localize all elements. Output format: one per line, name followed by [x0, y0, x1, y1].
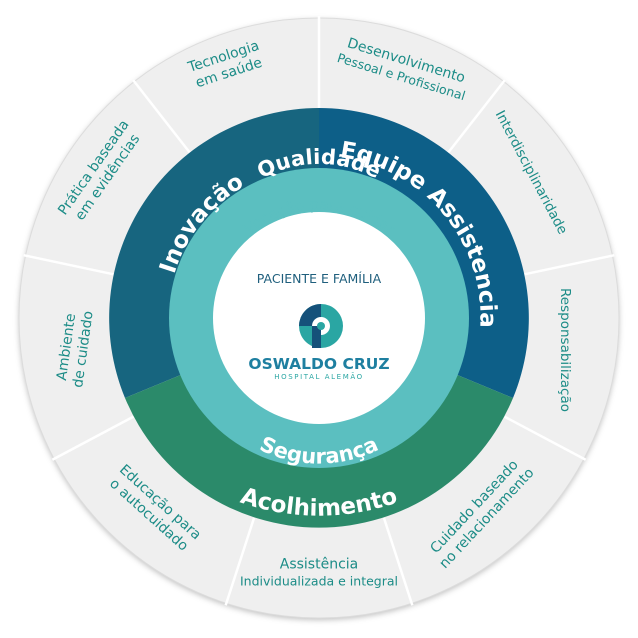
- outer-divider: [524, 253, 615, 276]
- outer-label-line: Assistência: [280, 557, 359, 573]
- outer-label-line: Individualizada e integral: [240, 574, 398, 589]
- outer-divider: [382, 517, 414, 606]
- label-paciente-familia: PACIENTE E FAMÍLIA: [257, 271, 382, 286]
- outer-divider: [447, 79, 506, 154]
- oswaldo-cruz-logo-icon: [299, 304, 343, 348]
- outer-ring-dividers: [23, 16, 615, 606]
- outer-divider: [224, 517, 256, 606]
- outer-label-2: Responsabilização: [557, 288, 573, 412]
- brand-subtitle: HOSPITAL ALEMÃO: [274, 372, 363, 381]
- outer-divider: [132, 79, 191, 154]
- outer-label-line: Responsabilização: [557, 288, 573, 412]
- outer-divider: [23, 253, 114, 276]
- outer-divider: [503, 415, 587, 461]
- outer-divider: [51, 415, 135, 461]
- brand-name: OSWALDO CRUZ: [248, 355, 389, 373]
- segment-acolhimento: [125, 374, 513, 528]
